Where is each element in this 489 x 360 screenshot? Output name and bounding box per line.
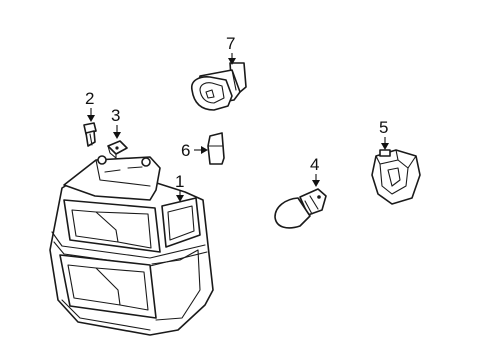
clip-nut — [107, 140, 128, 159]
callout-4: 4 — [310, 155, 320, 187]
bulb-socket — [371, 149, 421, 205]
bolt — [83, 122, 97, 147]
callout-label: 1 — [175, 172, 184, 191]
callout-2: 2 — [85, 89, 95, 122]
callout-label: 4 — [310, 155, 319, 174]
callout-1: 1 — [175, 172, 184, 202]
callout-label: 2 — [85, 89, 94, 108]
callout-3: 3 — [111, 106, 121, 139]
bulb — [274, 188, 327, 229]
callout-label: 5 — [379, 118, 388, 137]
callout-label: 7 — [226, 34, 235, 53]
callout-5: 5 — [379, 118, 389, 150]
socket — [190, 62, 247, 111]
headlamp-assembly — [49, 155, 214, 336]
callout-label: 3 — [111, 106, 120, 125]
callout-6: 6 — [181, 141, 208, 160]
callout-label: 6 — [181, 141, 190, 160]
callout-7: 7 — [226, 34, 236, 65]
small-bulb — [207, 132, 225, 165]
